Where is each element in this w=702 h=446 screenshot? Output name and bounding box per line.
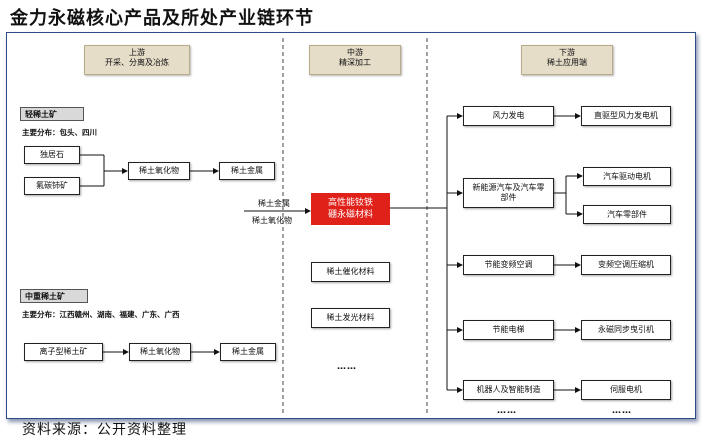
wind-power: 风力发电 xyxy=(463,106,554,126)
midstream-desc: 精深加工 xyxy=(339,58,371,68)
servo-motor: 伺服电机 xyxy=(581,380,671,400)
downstream-right-more: …… xyxy=(612,406,632,416)
input-oxide-label: 稀土氧化物 xyxy=(252,216,292,225)
ion-adsorption-ore: 离子型稀土矿 xyxy=(24,343,103,361)
inverter-compressor: 变频空调压缩机 xyxy=(581,255,671,275)
robotics-manufacturing: 机器人及智能制造 xyxy=(463,380,554,400)
downstream-header: 下游 稀土应用端 xyxy=(521,45,613,75)
ev-drive-motor: 汽车驱动电机 xyxy=(583,167,671,186)
midstream-more: …… xyxy=(337,362,357,372)
midstream-header: 中游 精深加工 xyxy=(309,45,401,75)
downstream-left-more: …… xyxy=(497,406,517,416)
energy-saving-elevator: 节能电梯 xyxy=(463,320,554,340)
diagram-frame xyxy=(6,32,696,419)
light-ore-tag: 轻稀土矿 xyxy=(20,107,84,121)
nev-and-parts: 新能源汽车及汽车零部件 xyxy=(463,178,554,208)
upstream-desc: 开采、分离及冶炼 xyxy=(105,58,169,68)
input-metal-label: 稀土金属 xyxy=(258,199,290,208)
light-metal: 稀土金属 xyxy=(219,162,275,180)
downstream-name: 下游 xyxy=(559,48,575,57)
catalyst-material: 稀土催化材料 xyxy=(311,262,390,282)
downstream-desc: 稀土应用端 xyxy=(547,58,587,68)
core-product-line2: 硼永磁材料 xyxy=(327,210,373,220)
heavy-ore-tag: 中重稀土矿 xyxy=(20,289,88,303)
core-product-line1: 高性能钕铁 xyxy=(327,197,373,208)
light-oxide: 稀土氧化物 xyxy=(128,162,190,180)
direct-drive-wind-generator: 直驱型风力发电机 xyxy=(581,106,671,126)
heavy-ore-distribution: 主要分布：江西赣州、湖南、福建、广东、广西 xyxy=(22,310,180,319)
upstream-header: 上游 开采、分离及冶炼 xyxy=(84,45,190,75)
auto-parts: 汽车零部件 xyxy=(583,205,671,224)
core-product-ndfeb: 高性能钕铁 硼永磁材料 xyxy=(311,193,390,225)
heavy-oxide: 稀土氧化物 xyxy=(129,343,191,361)
page-title: 金力永磁核心产品及所处产业链环节 xyxy=(10,8,314,29)
ore-bastnaesite: 氟碳铈矿 xyxy=(24,177,80,195)
midstream-name: 中游 xyxy=(347,48,363,57)
pm-sync-traction-machine: 永磁同步曳引机 xyxy=(581,320,671,340)
light-ore-distribution: 主要分布：包头、四川 xyxy=(22,128,97,137)
ore-monazite: 独居石 xyxy=(24,146,80,164)
inverter-ac: 节能变频空调 xyxy=(463,255,554,275)
upstream-name: 上游 xyxy=(129,48,145,57)
heavy-metal: 稀土金属 xyxy=(220,343,276,361)
source-note: 资料来源：公开资料整理 xyxy=(22,422,187,438)
luminescent-material: 稀土发光材料 xyxy=(311,308,390,328)
